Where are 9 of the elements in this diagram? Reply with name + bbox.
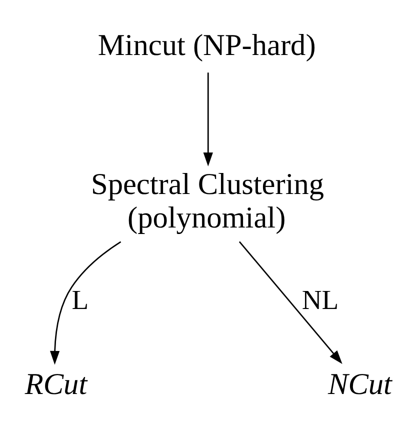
arrow [50, 240, 122, 364]
edge-label: NL [302, 284, 339, 315]
arrow [238, 240, 342, 364]
node-text: RCut [24, 366, 88, 401]
node-text: Mincut (NP-hard) [98, 28, 316, 62]
node-text: NCut [328, 366, 392, 401]
node-text: Spectral Clustering (polynomial) [90, 166, 324, 234]
edge-label: L [72, 284, 89, 315]
arrow [203, 72, 213, 166]
